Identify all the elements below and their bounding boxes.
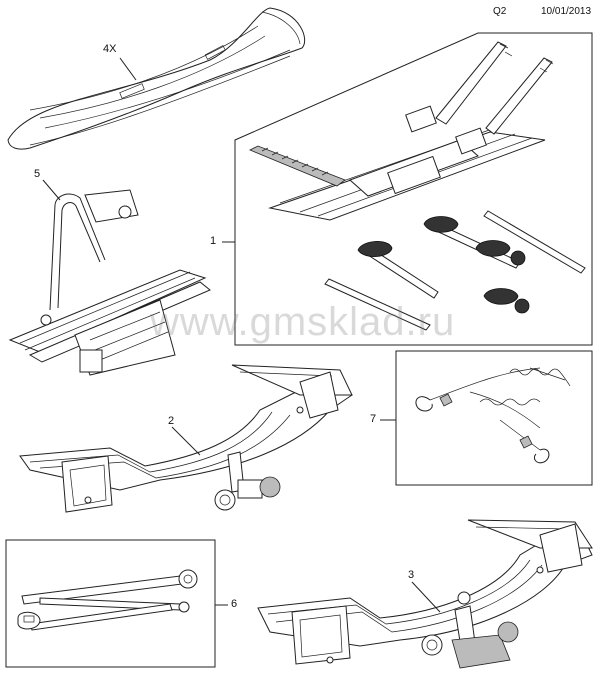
diagram-date: 10/01/2013 — [541, 6, 592, 17]
roof-spoiler-part — [7, 7, 306, 150]
tow-bar-a-part — [19, 364, 353, 513]
watermark-text: www.gmsklad.ru — [150, 300, 456, 344]
callout-straps: 7 — [370, 413, 377, 425]
straps-part — [380, 350, 593, 486]
callout-rack-kit: 1 — [210, 235, 217, 247]
callout-tow-bar-b: 3 — [408, 569, 415, 581]
wrench-part — [5, 539, 228, 668]
bike-carrier-part — [8, 179, 211, 376]
diagram-code: Q2 — [493, 6, 507, 17]
callout-bike-carrier: 5 — [34, 168, 41, 180]
leader-lines — [171, 426, 441, 613]
callout-wrench: 6 — [231, 598, 238, 610]
callout-tow-bar-a: 2 — [168, 415, 175, 427]
rack-kit-part — [222, 32, 593, 346]
tow-bar-b-part — [257, 519, 593, 669]
callout-spoiler: 4X — [103, 43, 117, 55]
